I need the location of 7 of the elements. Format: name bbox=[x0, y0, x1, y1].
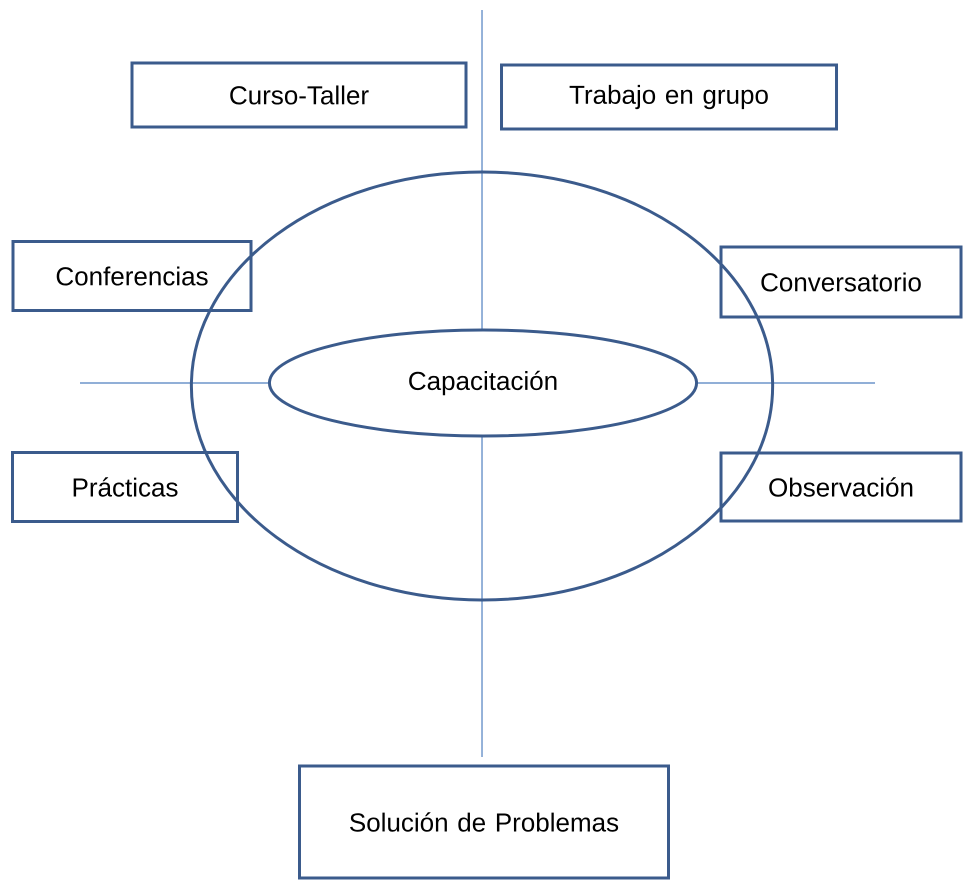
label-box: Solución de Problemas bbox=[298, 764, 670, 880]
label-box: Curso-Taller bbox=[130, 62, 468, 128]
label-box: Observación bbox=[720, 452, 963, 522]
label-box: Conversatorio bbox=[720, 246, 963, 318]
label-box: Prácticas bbox=[11, 451, 239, 523]
label-box: Trabajo en grupo bbox=[500, 64, 838, 130]
label-box: Conferencias bbox=[12, 240, 252, 312]
